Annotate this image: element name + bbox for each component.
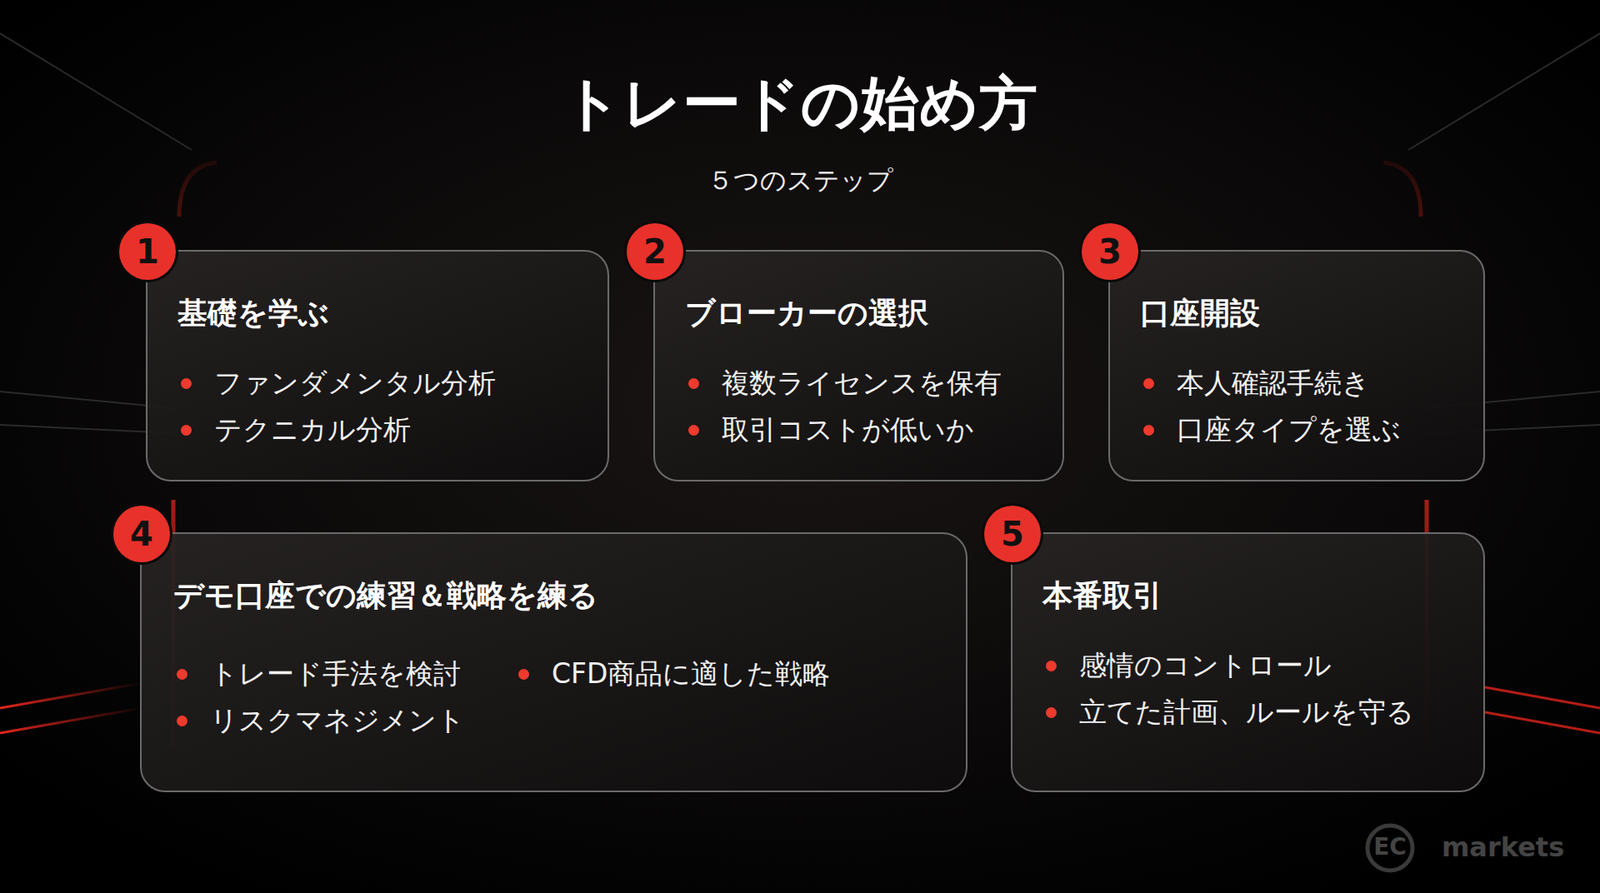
bullet-item: CFD商品に適した戦略: [515, 658, 830, 690]
step-number: 2: [643, 235, 667, 269]
bullet-text: 本人確認手続き: [1176, 366, 1370, 400]
step-heading: 本番取引: [1042, 575, 1454, 617]
bullet-dot: [1143, 378, 1155, 390]
step-number: 3: [1098, 235, 1122, 269]
step-number-circle: 1: [119, 223, 176, 280]
step-number-circle: 4: [113, 505, 170, 563]
bullet-text: 複数ライセンスを保有: [721, 366, 1002, 400]
step-number: 1: [135, 235, 160, 269]
bullet-text: 口座タイプを選ぶ: [1176, 413, 1401, 446]
bullet-text: トレード手法を検討: [210, 657, 461, 690]
bullet-text: 取引コストが低いか: [721, 413, 975, 446]
page-title: トレードの始め方: [0, 65, 1600, 144]
step-card: デモ口座での練習＆戦略を練るトレード手法を検討 CFD商品に適した戦略リスクマネジ…: [140, 532, 968, 793]
step-card: ブローカーの選択複数ライセンスを保有取引コストが低いか2: [653, 250, 1065, 482]
bullet-item: 口座タイプを選ぶ: [1140, 414, 1401, 446]
bullet-item: リスクマネジメント: [173, 705, 465, 737]
bullet-dot: [1143, 425, 1155, 436]
bullet-list: トレード手法を検討 CFD商品に適した戦略リスクマネジメント: [173, 658, 933, 737]
bullet-dot: [688, 425, 700, 436]
logo-ring: [1367, 825, 1413, 871]
step-number-circle: 3: [1081, 223, 1139, 280]
step-heading: ブローカーの選択: [685, 293, 1033, 335]
bullet-dot: [1045, 707, 1057, 719]
bullet-text: 感情のコントロール: [1079, 649, 1332, 682]
bullet-dot: [518, 669, 530, 680]
step-number: 5: [1000, 517, 1025, 551]
bullet-text: ファンダメンタル分析: [214, 366, 496, 400]
bullet-dot: [180, 425, 192, 436]
bullet-text: リスクマネジメント: [210, 704, 465, 737]
bullet-text: 立てた計画、ルールを守る: [1079, 695, 1415, 729]
bullet-item: テクニカル分析: [177, 414, 496, 446]
step-number-circle: 5: [984, 505, 1041, 563]
bullet-dot: [180, 378, 192, 390]
logo-text: markets: [1441, 831, 1567, 864]
bullet-item: トレード手法を検討: [173, 658, 465, 690]
step-card: 口座開設本人確認手続き口座タイプを選ぶ3: [1108, 250, 1485, 482]
red-floor-lines-right: [1485, 687, 1600, 734]
bullet-text: CFD商品に適した戦略: [551, 657, 830, 690]
bullet-list: 複数ライセンスを保有取引コストが低いか: [685, 367, 1033, 446]
step-heading: 基礎を学ぶ: [177, 293, 578, 335]
corridor-lines: [0, 33, 1600, 434]
bullet-list: 感情のコントロール立てた計画、ルールを守る: [1042, 650, 1454, 729]
bullet-dot: [176, 715, 188, 727]
bullet-item: 立てた計画、ルールを守る: [1042, 696, 1415, 729]
bullet-dot: [688, 378, 700, 390]
bullet-text: テクニカル分析: [214, 413, 411, 446]
bullet-item: 取引コストが低いか: [685, 414, 1002, 446]
bullet-dot: [1045, 660, 1057, 672]
bullet-item: 複数ライセンスを保有: [685, 367, 1002, 400]
subtitle: ５つのステップ: [0, 163, 1600, 199]
bullet-list: ファンダメンタル分析テクニカル分析: [177, 367, 578, 446]
bullet-item: 本人確認手続き: [1140, 367, 1401, 400]
step-card: 本番取引感情のコントロール立てた計画、ルールを守る5: [1010, 532, 1485, 793]
logo-mark: EC: [1369, 833, 1411, 861]
step-number: 4: [130, 517, 154, 551]
bullet-list: 本人確認手続き口座タイプを選ぶ: [1140, 367, 1454, 446]
step-heading: 口座開設: [1140, 293, 1454, 335]
bullet-dot: [176, 669, 188, 680]
bullet-item: 感情のコントロール: [1042, 650, 1415, 682]
step-number-circle: 2: [626, 223, 684, 280]
step-card: 基礎を学ぶファンダメンタル分析テクニカル分析1: [145, 250, 610, 482]
step-heading: デモ口座での練習＆戦略を練る: [173, 575, 933, 617]
bullet-item: ファンダメンタル分析: [177, 367, 496, 400]
